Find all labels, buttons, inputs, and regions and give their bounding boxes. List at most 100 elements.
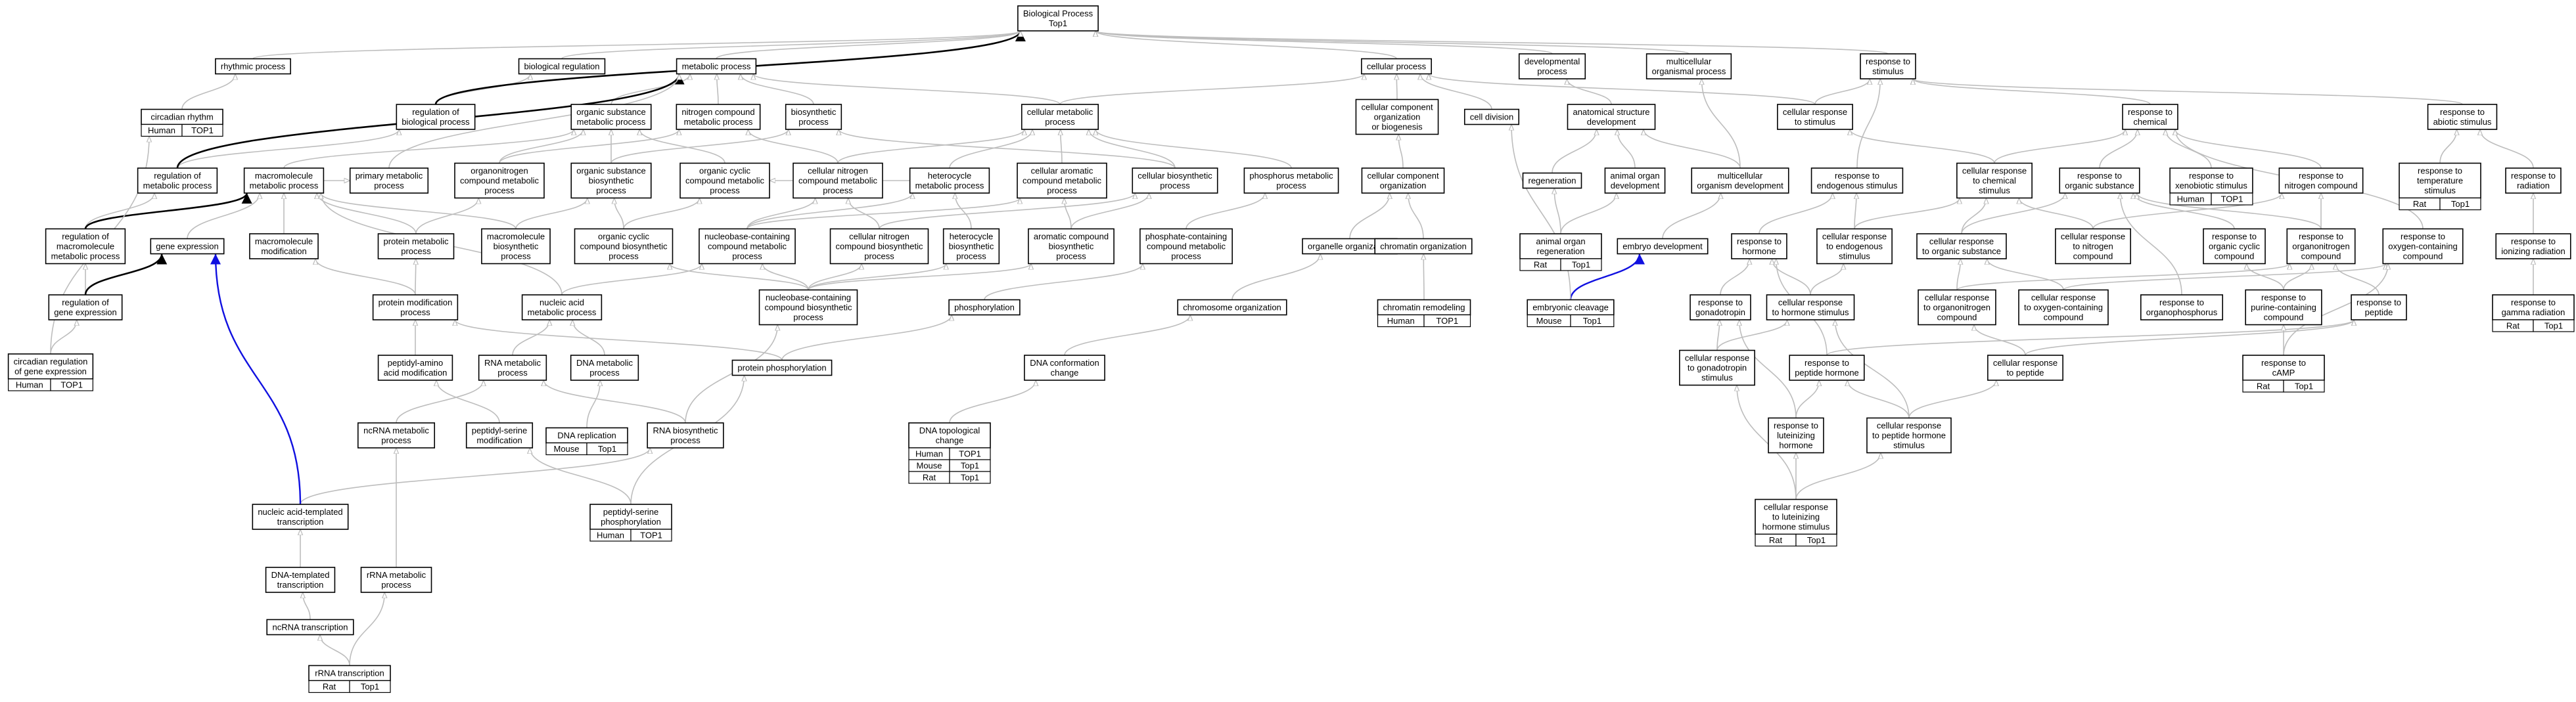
go-term-label: process [381,580,411,590]
is-a-edge-cellnitrobio-to-cellbio [879,192,1135,229]
go-term-label: cellular component [1361,102,1433,112]
badge-cell [1560,258,1602,271]
go-term-label: endogenous stimulus [1817,181,1898,190]
is-a-edge-protmod-to-protmet [415,259,416,296]
go-term-label: hormone stimulus [1762,522,1830,532]
is-a-edge-cellrespgonad-to-respgonad [1716,320,1720,351]
is-a-edge-dnaconf-to-chromosome [1064,315,1190,356]
is-a-edge-nucleobase-to-cellnitro [747,198,816,229]
is-a-edge-nucbio-to-orgcycbio [670,263,809,290]
go-term-box [2169,167,2253,194]
go-term-box [1374,238,1473,255]
is-a-edge-phosphorylation-to-phosphcont [984,263,1143,300]
go-term-label: ncRNA transcription [273,623,348,632]
go-term-label: biosynthetic [494,242,539,252]
go-term-box [252,504,349,530]
go-term-box [2203,228,2266,265]
go-term-label: process [589,368,620,378]
badge-species: Rat [2506,321,2520,331]
go-term-box [1361,58,1432,75]
go-term-label: process [1276,181,1306,190]
go-term-embryo: embryo development [1617,238,1709,255]
go-term-box [481,228,551,265]
go-term-box [570,162,652,199]
go-term-label: modification [476,435,522,445]
is-a-edge-respendo-to-respstim [1856,79,1880,169]
go-term-label: metabolic process [250,181,319,190]
is-a-edge-resporgphos-to-resporg [2120,193,2182,296]
is-a-edge-arombio-to-cellarom [1065,198,1072,229]
is-a-edge-resppeptide-to-resporgnitro [2335,263,2380,296]
go-term-label: process [400,307,430,317]
go-term-label: nitrogen compound [681,107,754,117]
is-a-edge-nucleobase-to-cellarom [747,197,1020,230]
is-a-edge-cellnitro-to-nitro [748,129,839,164]
go-term-label: compound biosynthetic [836,242,923,252]
go-term-regen: regeneration [1522,172,1582,189]
is-a-edge-cellresppepthorm-to-cellresphorm [1835,320,1910,418]
is-a-edge-regmacro-to-regmet [85,192,154,229]
badge-species: Rat [1534,260,1548,270]
is-a-edge-protmod-to-macromod [315,258,416,296]
go-term-box [1866,417,1952,454]
go-term-label: modification [261,246,306,256]
badge-cell [1570,314,1615,328]
is-a-edge-orgnitro-to-nitro [499,129,679,164]
go-term-label: biological process [402,117,470,127]
go-term-label: phosphorus metabolic [1249,171,1333,181]
go-term-label: stimulus [1979,186,2010,196]
is-a-edge-cellrespendo-to-cellrespchem [1854,198,1960,229]
badge-cell [181,123,223,137]
is-a-edge-ncrnatx-to-dnatx [303,592,311,620]
go-term-label: to peptide [2006,368,2044,378]
go-term-label: organonitrogen [471,166,528,176]
go-term-box [1355,99,1439,135]
is-a-edge-cellcomporg-to-cellcomp [1398,135,1404,169]
is-a-edge-multidev-to-multicell [1702,79,1741,169]
go-term-label: to gonadotropin [1688,363,1747,373]
is-a-edge-cellnitro-to-cellmet [837,129,1024,164]
is-a-edge-peptser-to-peptamino [436,380,500,424]
go-term-label: regulation of [62,232,109,242]
go-term-label: multicellular [1667,56,1712,66]
go-term-label: response to [2261,293,2306,303]
go-term-box [2140,294,2224,320]
go-term-label: DNA-templated [271,570,330,580]
go-term-label: organization [1374,112,1421,122]
badge-rank: Top1 [961,461,979,471]
is-a-edge-biosyn-to-metab [741,74,814,105]
is-a-edge-celldiv-to-cellproc [1420,74,1492,110]
go-term-label: to stimulus [1795,117,1836,127]
is-a-edge-regen-to-anat [1552,129,1597,173]
is-a-edge-devproc-to-bp [1095,30,1553,55]
go-term-label: embryonic cleavage [1532,303,1609,313]
go-term-box [48,294,123,320]
go-term-label: compound [1937,313,1977,322]
go-term-box [1679,349,1755,386]
badge-species: Human [16,380,43,390]
is-a-edge-organelle-to-cellcomporg [1349,192,1390,239]
go-term-label: macromolecule [255,171,313,181]
go-term-label: metabolic process [577,117,646,127]
go-term-label: DNA replication [557,431,616,441]
go-term-box [360,567,432,593]
is-a-edge-dnatopo-to-dnaconf [949,380,1036,424]
go-term-geneexp: gene expression [150,238,225,255]
is-a-edge-respnitro-to-respchem [2175,129,2322,169]
